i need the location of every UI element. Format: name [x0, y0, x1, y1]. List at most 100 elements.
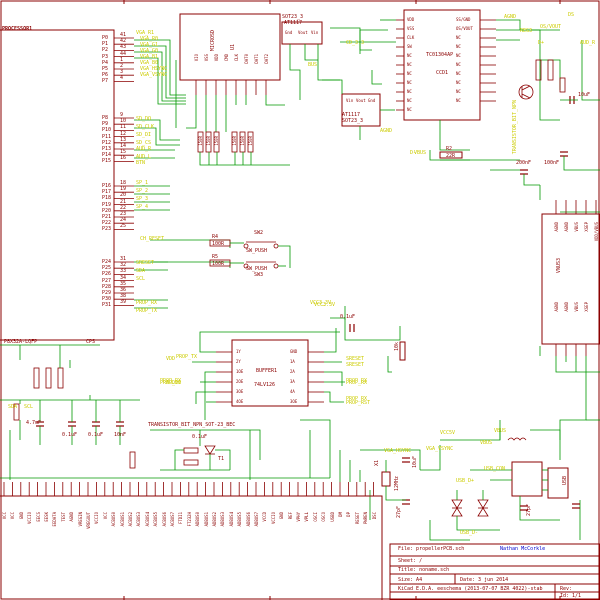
reg1-pin-vout: Vout	[298, 30, 308, 35]
usb-chip-right-pin: NC	[456, 71, 461, 76]
usb-conn-ref: USB	[562, 476, 568, 486]
ftdi-pin-label: REF	[287, 512, 293, 520]
tb-author: Nathan McCorkle	[500, 546, 546, 552]
processor-net-label: PROP_RX	[136, 300, 158, 306]
ftdi-pin-label: ACBUS6	[161, 512, 167, 527]
vbus-chip-bottom-pin: XSEP	[584, 302, 589, 312]
buffer-net-sreset: SRESET	[346, 362, 365, 368]
usb-chip-part: TC01304AP	[426, 52, 454, 58]
processor-pin-name: P16	[102, 183, 112, 189]
transistor1-label: TRANSISTOR_BIT_NPN_SOT-23_BEC	[148, 422, 236, 428]
microsd-pins	[195, 80, 267, 95]
ftdi-pin-label: ADBUS1	[203, 512, 209, 527]
processor-pin-name: P17	[102, 189, 112, 196]
processor-net-label: SRESET	[136, 260, 155, 266]
r2-audio-resistor	[439, 151, 463, 159]
tb-id: Id: 1/1	[560, 593, 582, 599]
usb-connector2-body	[547, 467, 569, 499]
ftdi-pin-label: VCC	[10, 512, 16, 520]
tb-rev: Rev:	[560, 586, 573, 592]
usb-chip-right-pin: NC	[456, 53, 461, 58]
processor-pin-name: P27	[102, 277, 112, 284]
processor-pin-number: 9	[120, 112, 124, 118]
transistor1-symbol	[183, 445, 216, 466]
microsd-body	[179, 13, 281, 81]
usb-chip-right-pin: NC	[456, 62, 461, 67]
processor-pin-number: 2	[120, 63, 124, 69]
r5-ref: R5	[212, 254, 219, 260]
ftdi-pin-label: ACBUS4	[144, 512, 150, 527]
processor-net-label: SP_4	[136, 204, 149, 210]
misc-net-label: VBUS	[480, 440, 493, 446]
usb-chip-left-pin: NC	[407, 98, 412, 103]
processor-pin-number: 21	[120, 198, 127, 205]
processor-pin-name: P30	[102, 296, 112, 303]
microsd-name: MICROSD	[210, 30, 216, 52]
c-buffer-value: 0.1uF	[340, 314, 356, 320]
buffer-right-pin: GND	[290, 349, 298, 354]
processor-pin-number: 15	[120, 149, 127, 156]
usb-chip-osvout: OS/VOUT	[540, 24, 562, 30]
processor-net-label: VGA_B0	[140, 60, 159, 66]
processor-net-label: VGA_G0	[140, 48, 159, 54]
regulator-wires	[289, 27, 395, 140]
processor-net-label: SD_CLK	[136, 124, 155, 130]
processor-pin-number: 14	[120, 143, 127, 149]
resistor-pack-sd	[197, 131, 254, 153]
ftdi-pin-lines	[3, 482, 375, 496]
vbus-chip-bottom-pin: AGND	[564, 302, 569, 312]
reg1-package: SOT23_3	[282, 14, 304, 20]
ftdi-pin-label: ACBUS1	[119, 512, 125, 527]
misc-net-label: SRESET	[346, 356, 365, 362]
processor-pin-number: 41	[120, 32, 127, 38]
microsd-pin-label: DAT2	[264, 54, 269, 64]
processor-pin-number: 38	[120, 293, 127, 300]
sw2-ref: SW2	[254, 230, 264, 236]
transistor2-label: TRANSISTOR_BIT_NPN	[512, 100, 518, 155]
processor-pin-name: P9	[102, 121, 109, 128]
vbus-chip-pin: AGND	[554, 222, 559, 232]
usb-diodes	[451, 499, 489, 517]
processor-body	[0, 29, 115, 341]
processor-net-label: VGA_G1	[140, 42, 159, 48]
tb-sheet: Sheet: /	[398, 558, 423, 564]
processor-cps: CPS	[86, 339, 96, 345]
processor-pin-name: P29	[102, 290, 112, 296]
reg1-bus-label: BUS	[308, 62, 318, 68]
ftdi-pin-label: VCCIO	[270, 512, 276, 525]
ftdi-pin-label: VPLL	[304, 512, 310, 522]
vbus-chip-bottom-pin: VBUS	[574, 302, 579, 312]
processor-pin-name: P28	[102, 283, 112, 290]
processor-pin-number: 20	[120, 192, 127, 199]
switch-wires	[230, 242, 291, 268]
crystal-caps	[402, 457, 410, 505]
vbus-chip-body	[541, 213, 600, 345]
microsd-wires	[175, 60, 285, 132]
processor-pin-number: 13	[120, 136, 127, 143]
buffer-net-proptx: PROP_TX	[176, 354, 198, 360]
usb-chip-left-pin: CLK	[407, 35, 415, 40]
vbus-chip-pin: AGND	[564, 222, 569, 232]
processor-pin-number: 33	[120, 268, 127, 275]
ftdi-pin-label: ADBUS5	[237, 512, 243, 527]
microsd-pin-label: CMD	[224, 54, 229, 62]
crystal-wires	[360, 445, 441, 520]
processor-pin-name: P31	[102, 302, 112, 309]
processor-pin-number: 22	[120, 204, 127, 211]
reg2-part: AT1117	[342, 112, 361, 118]
ftdi-pin-label: RESET	[354, 512, 360, 525]
processor-pin-name: P25	[102, 265, 112, 272]
ftdi-pin-label: DP	[346, 512, 352, 517]
processor-pin-name: P2	[102, 47, 109, 54]
processor-pin-name: P6	[102, 72, 109, 79]
sw3-label: SW_PUSH	[246, 266, 268, 272]
misc-net-label: AUD_R	[580, 40, 596, 46]
ftdi-pin-label: DM	[338, 512, 343, 517]
reg1-part: AT1117	[284, 20, 303, 26]
processor-pin-name: P14	[102, 152, 112, 159]
buffer-part: 74LV126	[254, 382, 276, 388]
c4-value: 0.1uF	[192, 434, 208, 440]
sd-resistor-value: 150R	[240, 136, 245, 146]
misc-net-label: PROP_RX	[346, 380, 368, 386]
